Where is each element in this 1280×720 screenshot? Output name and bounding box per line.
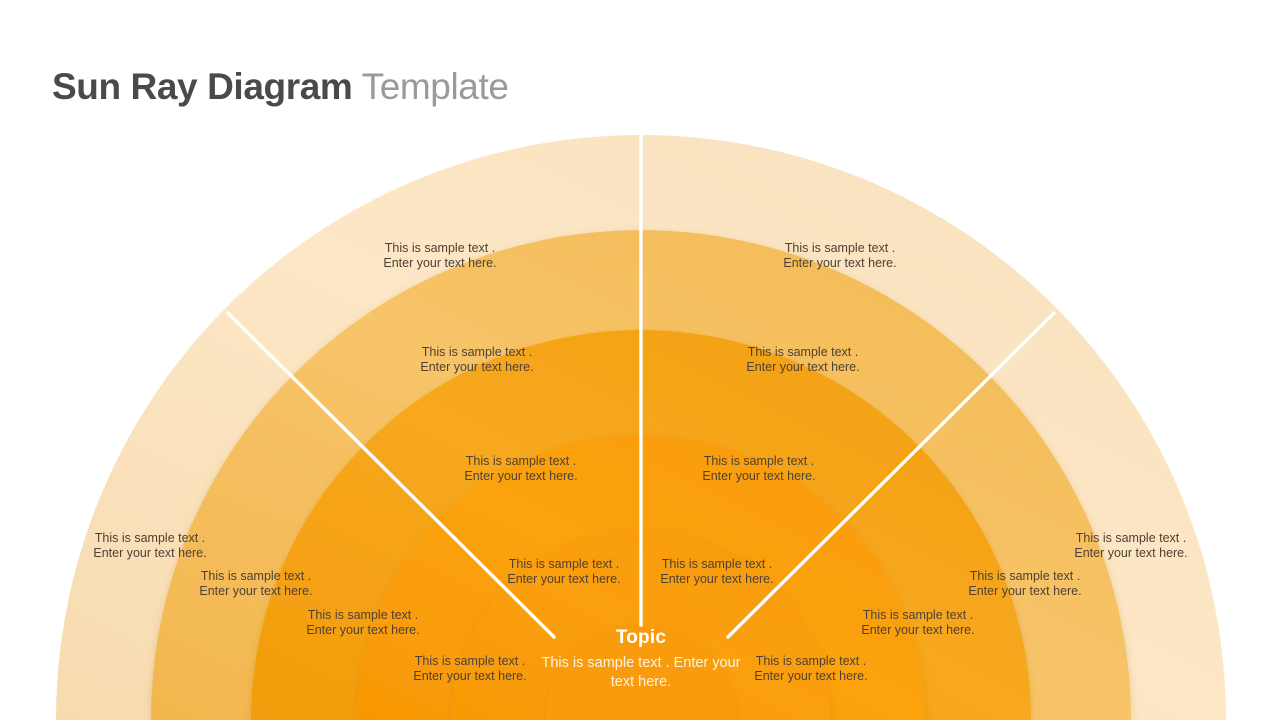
page-title: Sun Ray Diagram Template bbox=[52, 66, 509, 108]
center-circle bbox=[546, 625, 736, 720]
page-title-light: Template bbox=[361, 66, 509, 107]
divider-diagonal-right bbox=[726, 311, 1056, 639]
center-topic-heading: Topic bbox=[615, 627, 667, 648]
page-title-strong: Sun Ray Diagram bbox=[52, 66, 353, 107]
divider-diagonal-left bbox=[226, 311, 556, 639]
center-topic-block: Topic This is sample text . Enter your t… bbox=[531, 626, 751, 692]
center-topic-body: This is sample text . Enter your text he… bbox=[541, 655, 741, 690]
